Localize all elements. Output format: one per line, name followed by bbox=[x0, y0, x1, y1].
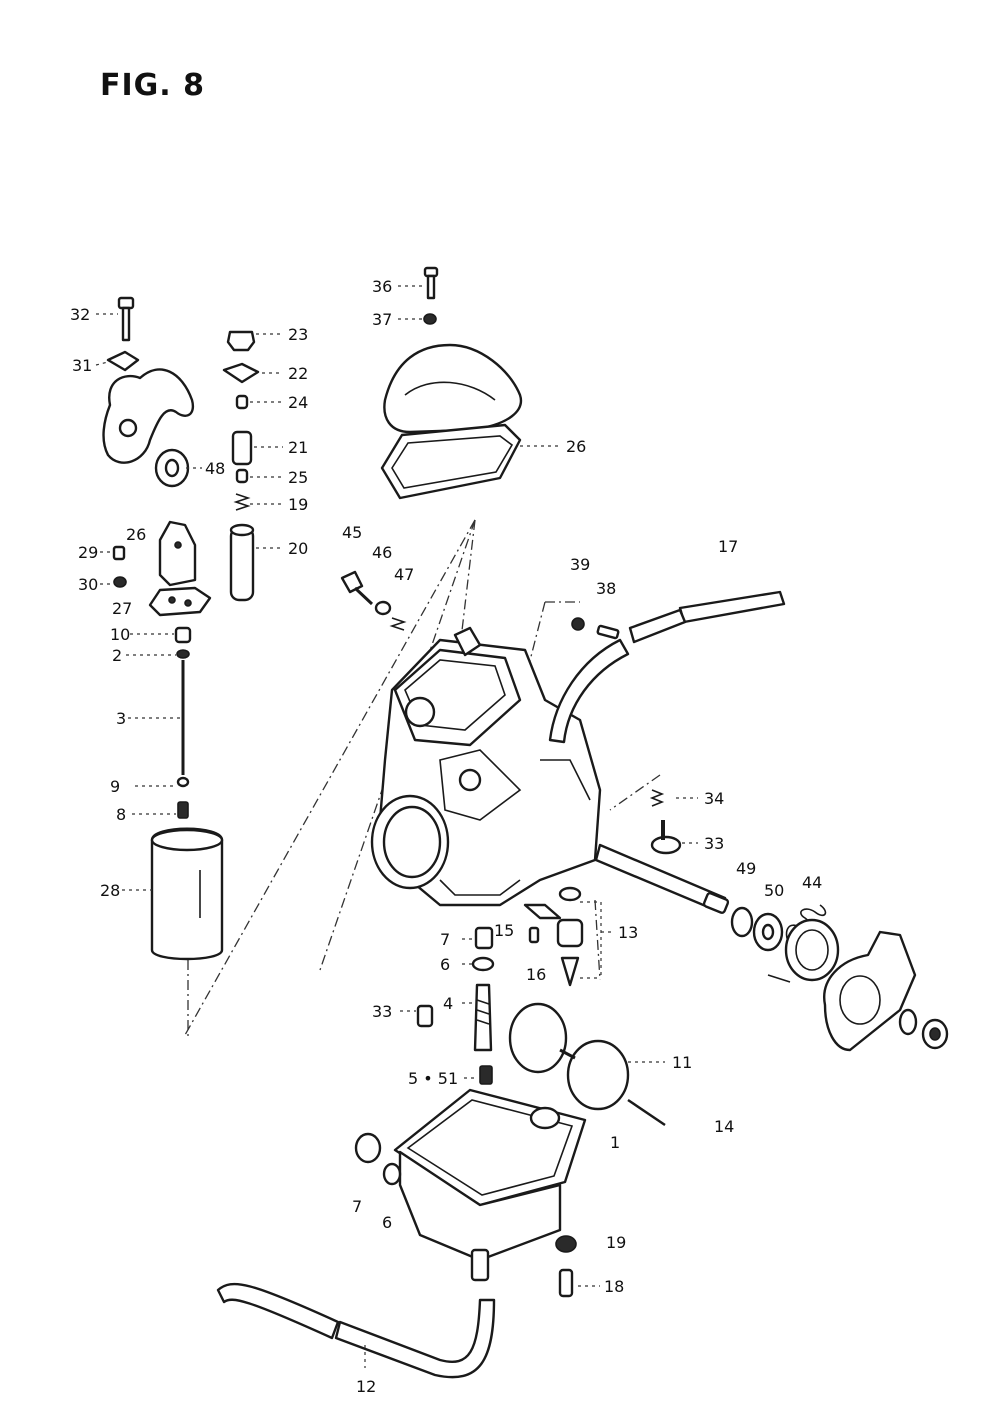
bracket-assembly bbox=[112, 520, 212, 617]
callout-40: 38 bbox=[596, 579, 616, 598]
callout-17: 16 bbox=[526, 965, 546, 984]
callout-14: 13 bbox=[618, 923, 638, 942]
vent-hose bbox=[548, 590, 786, 744]
callout-29: 27 bbox=[112, 599, 132, 618]
needle-assembly bbox=[150, 626, 224, 961]
figure-title: FIG. 8 bbox=[100, 68, 205, 103]
callout-16: 15 bbox=[494, 921, 514, 940]
callout-45: 47 bbox=[394, 565, 414, 584]
callout-42: 44 bbox=[802, 873, 822, 892]
callout-28: 26 bbox=[126, 525, 146, 544]
throttle-lever-assembly bbox=[102, 296, 195, 488]
callout-37: 34 bbox=[704, 789, 724, 808]
callout-33: 31 bbox=[72, 356, 92, 375]
callout-39: 37 bbox=[372, 310, 392, 329]
callout-15: 14 bbox=[714, 1117, 734, 1136]
top-screws bbox=[571, 617, 620, 640]
adjust-screws bbox=[649, 789, 682, 855]
carburetor-body bbox=[370, 626, 730, 914]
callout-10: 9 bbox=[110, 777, 120, 796]
callout-27: 26 bbox=[566, 437, 586, 456]
idle-screw-assembly bbox=[340, 570, 407, 631]
float-bowl bbox=[354, 1088, 587, 1298]
callout-34: 32 bbox=[70, 305, 90, 324]
callout-46: 48 bbox=[205, 459, 225, 478]
callout-11: 10 bbox=[110, 625, 130, 644]
callout-2: 2 bbox=[112, 646, 122, 665]
callout-7: 7 bbox=[352, 1197, 362, 1216]
callout-1: 1 bbox=[610, 1133, 620, 1152]
callout-20: 19 bbox=[606, 1233, 626, 1252]
callout-48: 50 bbox=[764, 881, 784, 900]
callout-21: 19 bbox=[288, 495, 308, 514]
callout-8: 7 bbox=[440, 930, 450, 949]
callout-38: 36 bbox=[372, 277, 392, 296]
callout-19: 18 bbox=[604, 1277, 624, 1296]
callout-47: 49 bbox=[736, 859, 756, 878]
callout-41: 39 bbox=[570, 555, 590, 574]
callout-32: 30 bbox=[78, 575, 98, 594]
callout-23: 21 bbox=[288, 438, 308, 457]
callout-35: 33 bbox=[372, 1002, 392, 1021]
callout-3: 3 bbox=[116, 709, 126, 728]
callout-43: 45 bbox=[342, 523, 362, 542]
callout-30: 28 bbox=[100, 881, 120, 900]
callout-25: 23 bbox=[288, 325, 308, 344]
leader-lines bbox=[95, 285, 698, 1368]
callout-13: 12 bbox=[356, 1377, 376, 1396]
callout-6-upper: 6 bbox=[440, 955, 450, 974]
float-valve-group bbox=[523, 886, 584, 987]
callout-5-51: 5 • 51 bbox=[408, 1069, 458, 1088]
throttle-spring-assembly bbox=[730, 904, 949, 1052]
callout-26-upper: 24 bbox=[288, 393, 308, 412]
callout-22: 20 bbox=[288, 539, 308, 558]
main-jet-group bbox=[416, 926, 495, 1085]
callout-44: 46 bbox=[372, 543, 392, 562]
callout-12: 11 bbox=[672, 1053, 692, 1072]
callout-labels: 32 31 23 22 24 21 25 19 20 48 26 29 30 2… bbox=[70, 277, 822, 1396]
callout-18: 17 bbox=[718, 537, 738, 556]
callout-6-lower: 6 bbox=[382, 1213, 392, 1232]
top-cover bbox=[380, 266, 523, 500]
callout-4: 4 bbox=[443, 994, 453, 1013]
throttle-valve-stack bbox=[222, 330, 260, 602]
callout-36: 33 bbox=[704, 834, 724, 853]
drain-hose bbox=[216, 1282, 496, 1379]
callout-24: 22 bbox=[288, 364, 308, 383]
callout-26-lower: 25 bbox=[288, 468, 308, 487]
callout-31: 29 bbox=[78, 543, 98, 562]
float bbox=[508, 1002, 666, 1127]
callout-9: 8 bbox=[116, 805, 126, 824]
